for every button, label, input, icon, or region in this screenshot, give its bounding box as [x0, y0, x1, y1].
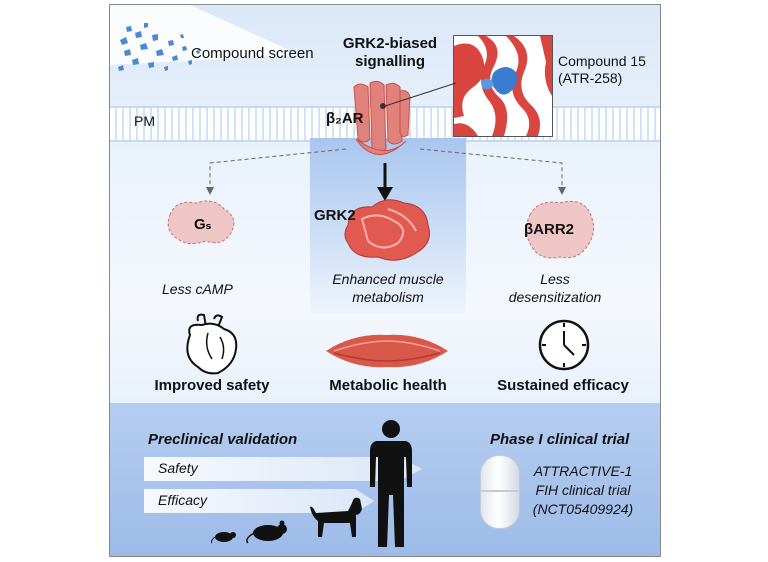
mouse-icon	[210, 532, 236, 544]
improved-safety-label: Improved safety	[154, 377, 270, 394]
less-camp-text: Less cAMP	[162, 281, 233, 297]
gs-label: Gₛ	[194, 216, 212, 233]
efficacy-label: Efficacy	[158, 492, 208, 508]
desensitization-text: desensitization	[508, 289, 602, 305]
efficacy-arrow	[144, 489, 374, 513]
gs-protein-icon	[167, 200, 235, 245]
human-icon	[370, 420, 412, 547]
sustained-efficacy-label: Sustained efficacy	[497, 377, 629, 394]
enhanced-muscle-text: Enhanced muscle	[332, 271, 444, 287]
metabolism-text: metabolism	[352, 289, 424, 305]
compound-particles-icon	[110, 5, 300, 71]
metabolic-health-label: Metabolic health	[329, 377, 447, 394]
figure-panel: Compound screen GRK2-biased signalling C…	[109, 4, 661, 557]
less-text: Less	[540, 271, 570, 287]
trial-id: (NCT05409924)	[532, 501, 634, 517]
grk2-label: GRK2	[314, 207, 356, 224]
receptor-label: β₂AR	[326, 110, 364, 127]
preclinical-validation-title: Preclinical validation	[148, 431, 298, 448]
grk2-structure-icon	[344, 199, 430, 261]
receptor-structure-icon	[353, 80, 411, 155]
clock-icon	[538, 319, 590, 371]
grk2-biased-title: GRK2-biased	[342, 35, 438, 52]
muscle-icon	[326, 334, 448, 368]
compound-name: Compound 15	[558, 53, 646, 69]
compound-screen-label: Compound screen	[191, 45, 314, 62]
pill-divider	[480, 490, 520, 492]
protein-structure-icon	[454, 36, 552, 136]
dog-icon	[310, 497, 362, 537]
heart-icon	[186, 313, 238, 375]
trial-type: FIH clinical trial	[535, 482, 631, 498]
trial-name: ATTRACTIVE-1	[533, 463, 633, 479]
compound-binding-inset	[453, 35, 553, 137]
phase1-title: Phase I clinical trial	[490, 431, 630, 448]
safety-label: Safety	[158, 460, 198, 476]
pm-label: PM	[134, 113, 155, 129]
pill-icon	[480, 455, 520, 529]
signalling-title: signalling	[354, 53, 425, 70]
barr2-label: βARR2	[524, 221, 574, 238]
barr2-protein-icon	[526, 200, 594, 259]
rat-icon	[246, 520, 287, 544]
inset-pointer-line	[380, 82, 457, 109]
compound-code: (ATR-258)	[558, 70, 623, 86]
pathway-arrows	[206, 148, 566, 201]
